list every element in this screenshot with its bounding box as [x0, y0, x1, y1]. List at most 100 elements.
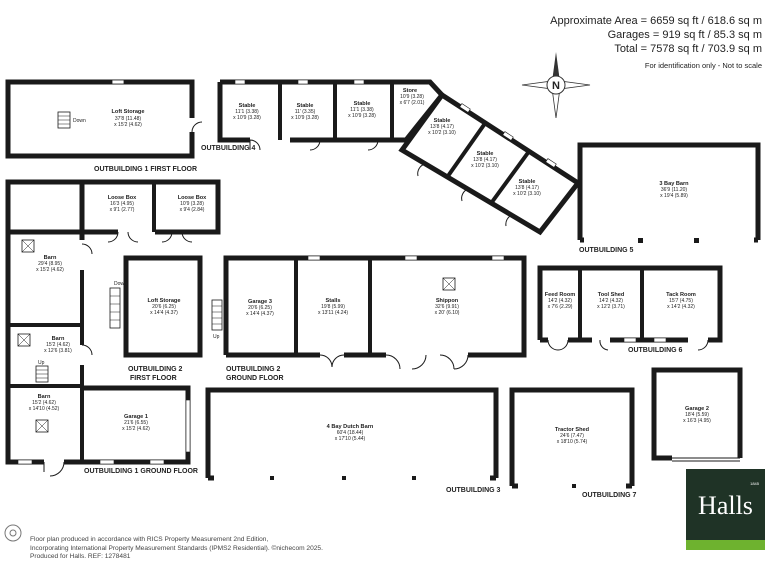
- bay-barn-dim1: 36'9 (11.20): [661, 187, 687, 193]
- loft-storage-1-dim2: x 15'2 (4.62): [114, 122, 142, 128]
- loft-storage-1-name: Loft Storage: [112, 109, 145, 115]
- dutch-barn-name: 4 Bay Dutch Barn: [327, 424, 374, 430]
- stable-4-dim1: 13'8 (4.17): [430, 124, 454, 130]
- halls-logo: 1845 Halls: [686, 469, 765, 550]
- outbuilding-2-ground-floor-label-1: OUTBUILDING 2: [226, 366, 281, 373]
- outbuilding-2-first-floor-label-2: FIRST FLOOR: [130, 375, 177, 382]
- loose-box-1-name: Loose Box: [108, 195, 137, 201]
- loose-box-2-dim2: x 9'4 (2.84): [180, 207, 205, 213]
- down-label-2: Down: [114, 281, 127, 287]
- compass-icon: N: [521, 52, 591, 119]
- outbuilding-1-first-floor: Down Loft Storage 37'8 (11.48) x 15'2 (4…: [5, 79, 203, 173]
- brand-name: Halls: [698, 491, 753, 520]
- area-summary: Approximate Area = 6659 sq ft / 618.6 sq…: [550, 14, 762, 70]
- garage-3-dim1: 20'6 (6.25): [248, 305, 272, 311]
- loft-storage-2-name: Loft Storage: [148, 298, 181, 304]
- loose-box-1-dim2: x 9'1 (2.77): [110, 207, 135, 213]
- rooflight-icon: [35, 419, 49, 433]
- garage-2-dim1: 18'4 (5.59): [685, 412, 709, 418]
- outbuilding-6-label: OUTBUILDING 6: [628, 347, 683, 354]
- stable-2-dim1: 11' (3.35): [295, 109, 316, 115]
- outbuilding-5-label: OUTBUILDING 5: [579, 247, 634, 254]
- feed-room-name: Feed Room: [545, 292, 575, 298]
- barn-3-name: Barn: [38, 394, 51, 400]
- tool-shed-name: Tool Shed: [598, 292, 625, 298]
- tool-shed-dim2: x 12'2 (3.71): [597, 304, 625, 310]
- diagonal-stables: Stable 13'8 (4.17) x 10'2 (3.10) Stable …: [398, 91, 582, 236]
- stair-icon: [109, 287, 121, 329]
- garage-1-name: Garage 1: [124, 414, 148, 420]
- outbuilding-3: 4 Bay Dutch Barn 60'4 (18.44) x 17'10 (5…: [205, 387, 501, 494]
- up-label-2: Up: [213, 334, 220, 340]
- footer-credits: Floor plan produced in accordance with R…: [30, 536, 323, 562]
- outbuilding-1-ground-floor: Up Loose Box 16'3 (4.95) x 9'1 (2.77) Lo…: [5, 179, 221, 477]
- footer-line-1: Floor plan produced in accordance with R…: [30, 536, 269, 544]
- rooflight-icon: [21, 239, 35, 253]
- footer-line-3: Produced for Halls. REF: 1278481: [30, 553, 131, 561]
- stalls-name: Stalls: [326, 298, 341, 304]
- store-dim2: x 6'7 (2.01): [400, 100, 425, 106]
- barn-1-dim2: x 15'2 (4.62): [36, 267, 64, 273]
- stable-5-dim1: 13'8 (4.17): [473, 157, 497, 163]
- outbuilding-1-first-floor-label: OUTBUILDING 1 FIRST FLOOR: [94, 166, 197, 173]
- loft-storage-1-dim1: 37'8 (11.48): [115, 116, 141, 122]
- tractor-shed-dim1: 24'6 (7.47): [560, 433, 584, 439]
- outbuilding-2-first-floor-label-1: OUTBUILDING 2: [128, 366, 183, 373]
- bay-barn-dim2: x 19'4 (5.89): [660, 193, 688, 199]
- barn-2-dim1: 15'2 (4.62): [46, 342, 70, 348]
- loose-box-2-dim1: 10'9 (3.28): [180, 201, 204, 207]
- stable-6-name: Stable: [519, 179, 536, 185]
- tack-room-name: Tack Room: [666, 292, 696, 298]
- shippon-dim2: x 20' (6.10): [435, 310, 460, 316]
- rooflight-icon: [17, 333, 31, 347]
- loft-storage-2-dim1: 20'6 (6.25): [152, 304, 176, 310]
- barn-3-dim1: 15'2 (4.62): [32, 400, 56, 406]
- bay-barn-name: 3 Bay Barn: [659, 181, 689, 187]
- garage-3-dim2: x 14'4 (4.37): [246, 311, 274, 317]
- barn-3-dim2: x 14'10 (4.52): [29, 406, 60, 412]
- stable-6-dim2: x 10'2 (3.10): [513, 191, 541, 197]
- stable-2-name: Stable: [297, 103, 314, 109]
- garage-2-name: Garage 2: [685, 406, 709, 412]
- outbuilding-2-first-floor: Down Loft Storage 20'6 (6.25) x 14'4 (4.…: [109, 255, 203, 382]
- stable-3-dim2: x 10'9 (3.28): [348, 113, 376, 119]
- tractor-shed-name: Tractor Shed: [555, 427, 590, 433]
- stable-1-dim2: x 10'9 (3.28): [233, 115, 261, 121]
- outbuilding-5: 3 Bay Barn 36'9 (11.20) x 19'4 (5.89) OU…: [577, 142, 761, 254]
- loose-box-2-name: Loose Box: [178, 195, 207, 201]
- rooflight-icon: [442, 277, 456, 291]
- outbuilding-7-label: OUTBUILDING 7: [582, 492, 637, 499]
- stable-5-name: Stable: [477, 151, 494, 157]
- up-label-1: Up: [38, 360, 45, 366]
- stalls-dim1: 19'8 (5.99): [321, 304, 345, 310]
- outbuilding-6: Feed Room 14'2 (4.32) x 7'6 (2.29) Tool …: [537, 265, 723, 354]
- barn-2-dim2: x 12'6 (3.81): [44, 348, 72, 354]
- store-dim1: 10'9 (3.28): [400, 94, 424, 100]
- garage-1-dim1: 21'6 (6.55): [124, 420, 148, 426]
- store-name: Store: [403, 88, 417, 94]
- stable-3-name: Stable: [354, 101, 371, 107]
- stable-2-dim2: x 10'9 (3.28): [291, 115, 319, 121]
- stalls-dim2: x 13'11 (4.24): [318, 310, 348, 316]
- garage-2-dim2: x 16'3 (4.95): [683, 418, 711, 424]
- barn-1-name: Barn: [44, 255, 57, 261]
- feed-room-dim1: 14'2 (4.32): [548, 298, 572, 304]
- stable-1-name: Stable: [239, 103, 256, 109]
- compass-north-label: N: [552, 80, 560, 92]
- outbuilding-3-label: OUTBUILDING 3: [446, 487, 501, 494]
- stable-1-dim1: 11'1 (3.38): [235, 109, 259, 115]
- loose-box-1-dim1: 16'3 (4.95): [110, 201, 134, 207]
- rics-logo: [4, 524, 22, 542]
- stable-5-dim2: x 10'2 (3.10): [471, 163, 499, 169]
- stable-6-dim1: 13'8 (4.17): [515, 185, 539, 191]
- garage-2: Garage 2 18'4 (5.59) x 16'3 (4.95): [651, 367, 743, 462]
- tack-room-dim1: 15'7 (4.75): [669, 298, 693, 304]
- garage-3-name: Garage 3: [248, 299, 272, 305]
- outbuilding-1-ground-floor-label: OUTBUILDING 1 GROUND FLOOR: [84, 468, 198, 475]
- garages-area: Garages = 919 sq ft / 85.3 sq m: [607, 29, 762, 41]
- outbuilding-2-ground-floor: Up Garage 3 20'6 (6.25) x 14'4 (4.37) St…: [211, 255, 527, 382]
- stable-4-dim2: x 10'2 (3.10): [428, 130, 456, 136]
- stable-3-dim1: 11'1 (3.38): [350, 107, 374, 113]
- barn-2-name: Barn: [52, 336, 65, 342]
- brand-est: 1845: [750, 481, 759, 486]
